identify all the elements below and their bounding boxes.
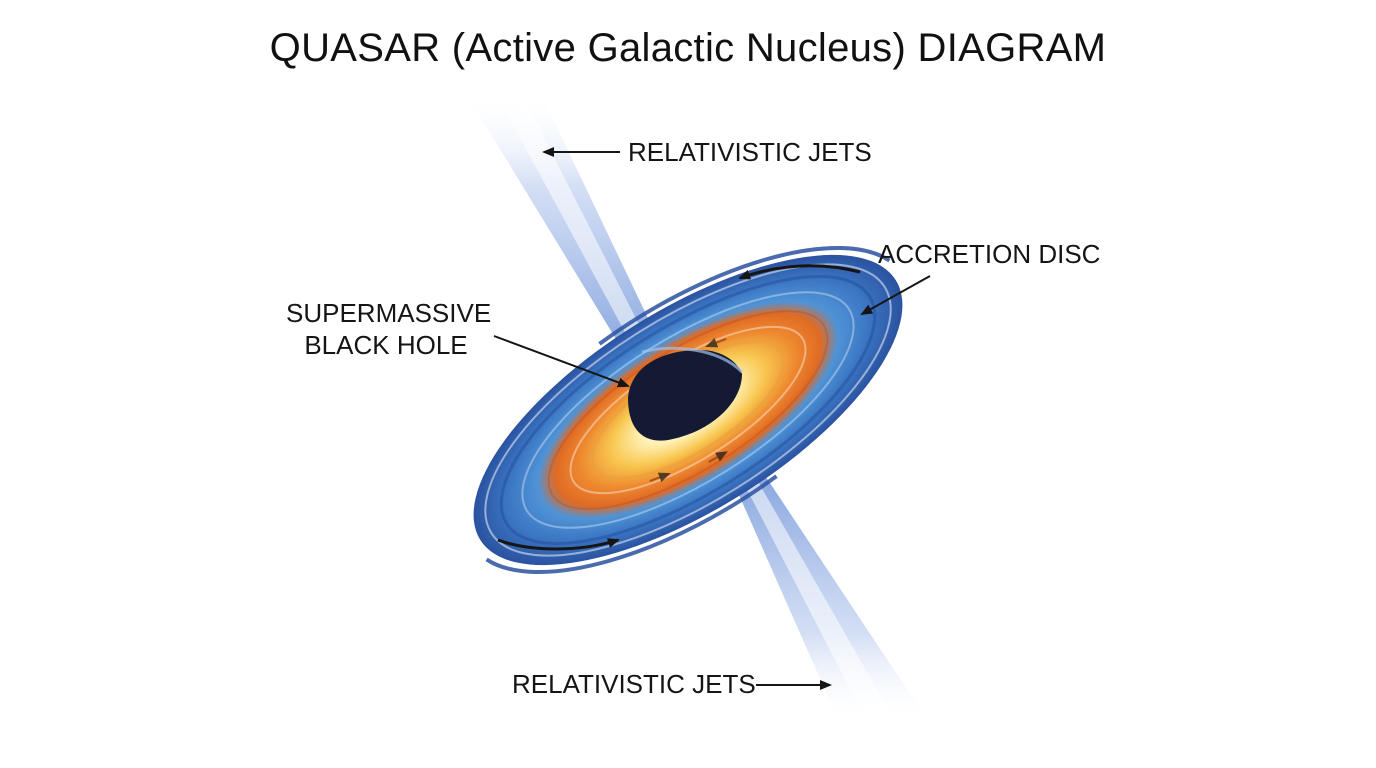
label-relativistic-jets-bottom: RELATIVISTIC JETS xyxy=(512,669,756,699)
label-relativistic-jets-top: RELATIVISTIC JETS xyxy=(628,137,872,167)
jet-bottom xyxy=(728,468,922,724)
label-black-hole-line2: BLACK HOLE xyxy=(304,330,468,360)
page-title: QUASAR (Active Galactic Nucleus) DIAGRAM xyxy=(269,26,1107,70)
label-supermassive-black-hole: SUPERMASSIVE BLACK HOLE xyxy=(286,297,492,361)
jet-top xyxy=(470,92,668,362)
label-black-hole-line1: SUPERMASSIVE xyxy=(286,298,492,328)
label-accretion-disc: ACCRETION DISC xyxy=(878,239,1101,269)
pointer-accretion-disc xyxy=(860,275,931,315)
black-hole xyxy=(628,346,744,441)
label-pointers xyxy=(493,147,931,690)
rotation-arrows xyxy=(497,264,861,551)
pointer-black-hole xyxy=(493,335,630,388)
